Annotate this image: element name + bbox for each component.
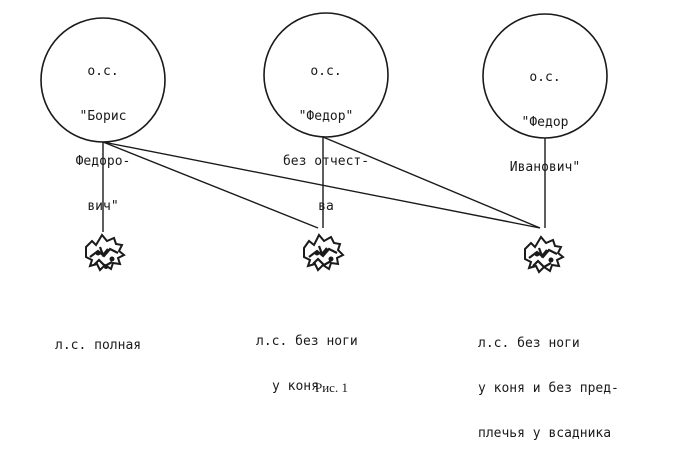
node-name-line: Федоро- — [75, 154, 131, 169]
edge-boris-no-leg-forearm — [102, 141, 541, 229]
node-name-line: "Борис — [79, 109, 127, 124]
image-label-line: л.с. без ноги — [256, 334, 358, 349]
image-label-no-leg-forearm: л.с. без ноги у коня и без пред- плечья … — [478, 306, 619, 471]
image-label-line: л.с. полная — [55, 338, 142, 353]
node-type-label: о.с. — [310, 64, 342, 79]
figure: о.с. "Борис Федоро- вич" о.с. "Федор" бе… — [40, 12, 619, 441]
node-fedor: о.с. "Федор" без отчест- ва — [268, 34, 384, 244]
node-name-line: без отчест- — [282, 154, 370, 169]
horseman-sketch-icon — [524, 235, 565, 274]
image-label-no-leg: л.с. без ноги у коня — [256, 304, 358, 424]
edge-fedor-no-leg-forearm — [322, 136, 541, 229]
horseman-sketch-icon — [303, 233, 345, 272]
image-label-full: л.с. полная — [55, 308, 141, 383]
node-type-label: о.с. — [529, 70, 561, 85]
image-label-line: л.с. без ноги — [478, 336, 580, 351]
node-name-line: "Федор" — [298, 109, 354, 124]
node-boris: о.с. "Борис Федоро- вич" — [53, 34, 153, 244]
node-circle-fedor — [263, 12, 389, 138]
node-name-line: "Федор — [521, 115, 569, 130]
node-fedor-ivanovich: о.с. "Федор Иванович" — [490, 40, 600, 205]
image-label-line: у коня — [272, 379, 319, 394]
node-name-line: вич" — [87, 199, 119, 214]
node-name-line: Иванович" — [509, 160, 581, 175]
edge-boris-no-leg — [102, 141, 319, 229]
node-name-line: ва — [318, 199, 334, 214]
diagram-graphics — [40, 12, 608, 274]
image-label-line: у коня и без пред- — [478, 381, 619, 396]
image-label-line: плечья у всадника — [478, 426, 612, 441]
figure-caption: Рис. 1 — [315, 380, 348, 395]
horseman-sketch-icon — [85, 233, 126, 272]
node-type-label: о.с. — [87, 64, 119, 79]
